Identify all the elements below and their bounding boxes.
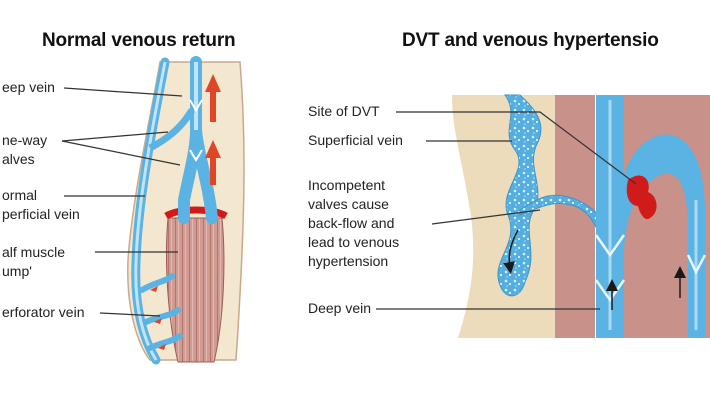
label-normal-superficial-line1: ormal [2,187,38,203]
label-site-of-dvt: Site of DVT [308,103,380,119]
left-panel-title: Normal venous return [42,30,236,51]
calf-muscle [165,217,225,363]
label-deep-vein-right: Deep vein [308,300,372,316]
label-one-way-valves-line1: ne-way [2,132,48,148]
normal-venous-return-illustration [127,56,245,365]
label-perforator-vein: erforator vein [2,304,85,320]
label-incompetent-line3: back-flow and [308,215,395,231]
left-leader-lines [61,87,183,317]
right-panel-title: DVT and venous hypertensio [402,30,659,51]
perforator-veins [139,273,183,351]
right-leader-lines [376,111,637,310]
label-incompetent-line1: Incompetent [308,177,386,193]
muscle-block-1 [555,95,595,338]
label-one-way-valves-line2: alves [2,151,35,167]
label-normal-superficial-line2: perficial vein [2,206,80,222]
label-incompetent-line2: valves cause [308,196,389,212]
upward-flow-arrows [205,74,221,185]
label-incompetent-line5: hypertension [308,253,389,269]
deep-vein-left [178,56,218,224]
deep-vein-right [596,95,705,338]
label-calf-pump-line1: alf muscle [2,244,66,260]
label-calf-pump-line2: ump' [2,263,32,279]
label-deep-vein-left: eep vein [2,79,55,95]
label-incompetent-line4: lead to venous [308,234,400,250]
superficial-vein-right [497,94,542,297]
dvt-illustration [452,94,710,338]
dvt-clot [626,175,657,220]
label-superficial-vein: Superficial vein [308,132,403,148]
